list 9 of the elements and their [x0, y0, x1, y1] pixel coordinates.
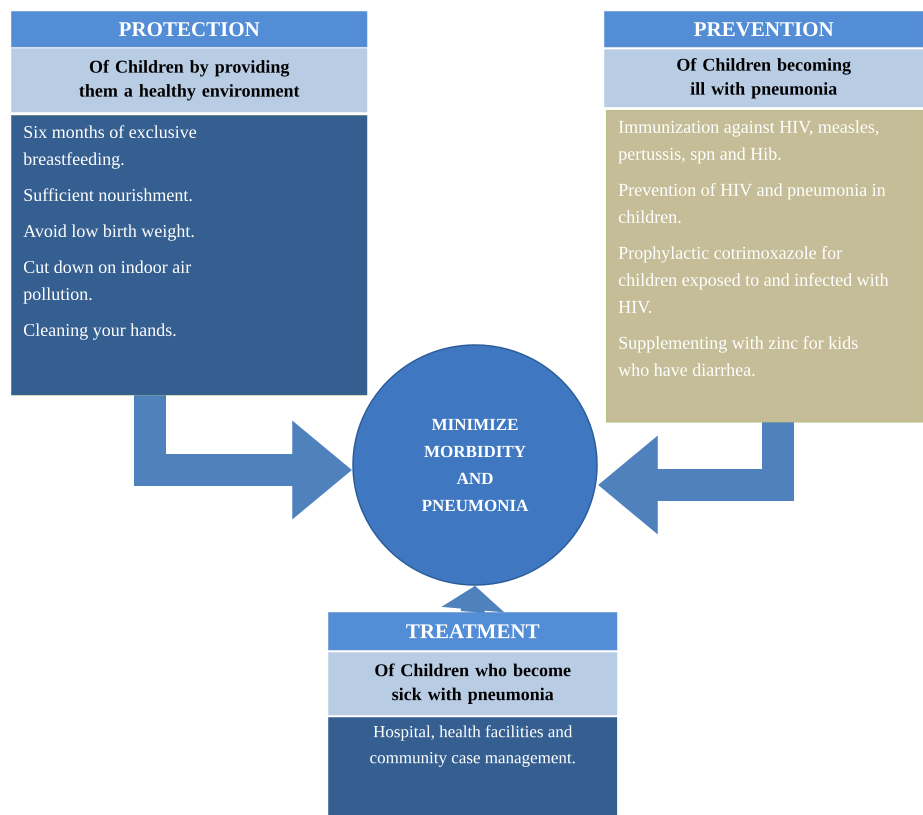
list-box: Immunization against HIV, measles, pertussis, spn and Hib. Prevention of HIV and pneumonia in children. Prophylactic cotrimoxazole for children exposed to and infected with HIV. Supplementing with zinc for kids who have diarrhea.	[606, 110, 923, 422]
subtitle-band: Of Children by providing them a healthy environment	[11, 48, 368, 112]
subtitle-band: Of Children who become sick with pneumonia	[328, 652, 618, 716]
header-band: TREATMENT	[328, 612, 618, 650]
text-box: Hospital, health facilities and community case management.	[328, 717, 618, 815]
header-band: PROTECTION	[11, 11, 368, 48]
list-box: Six months of exclusive breastfeeding. Sufficient nourishment. Avoid low birth weight. Cut down on indoor air pollution. Cleaning your hands.	[11, 115, 368, 396]
header-band: PREVENTION	[604, 11, 923, 48]
subtitle-band: Of Children becoming ill with pneumonia	[604, 49, 923, 108]
